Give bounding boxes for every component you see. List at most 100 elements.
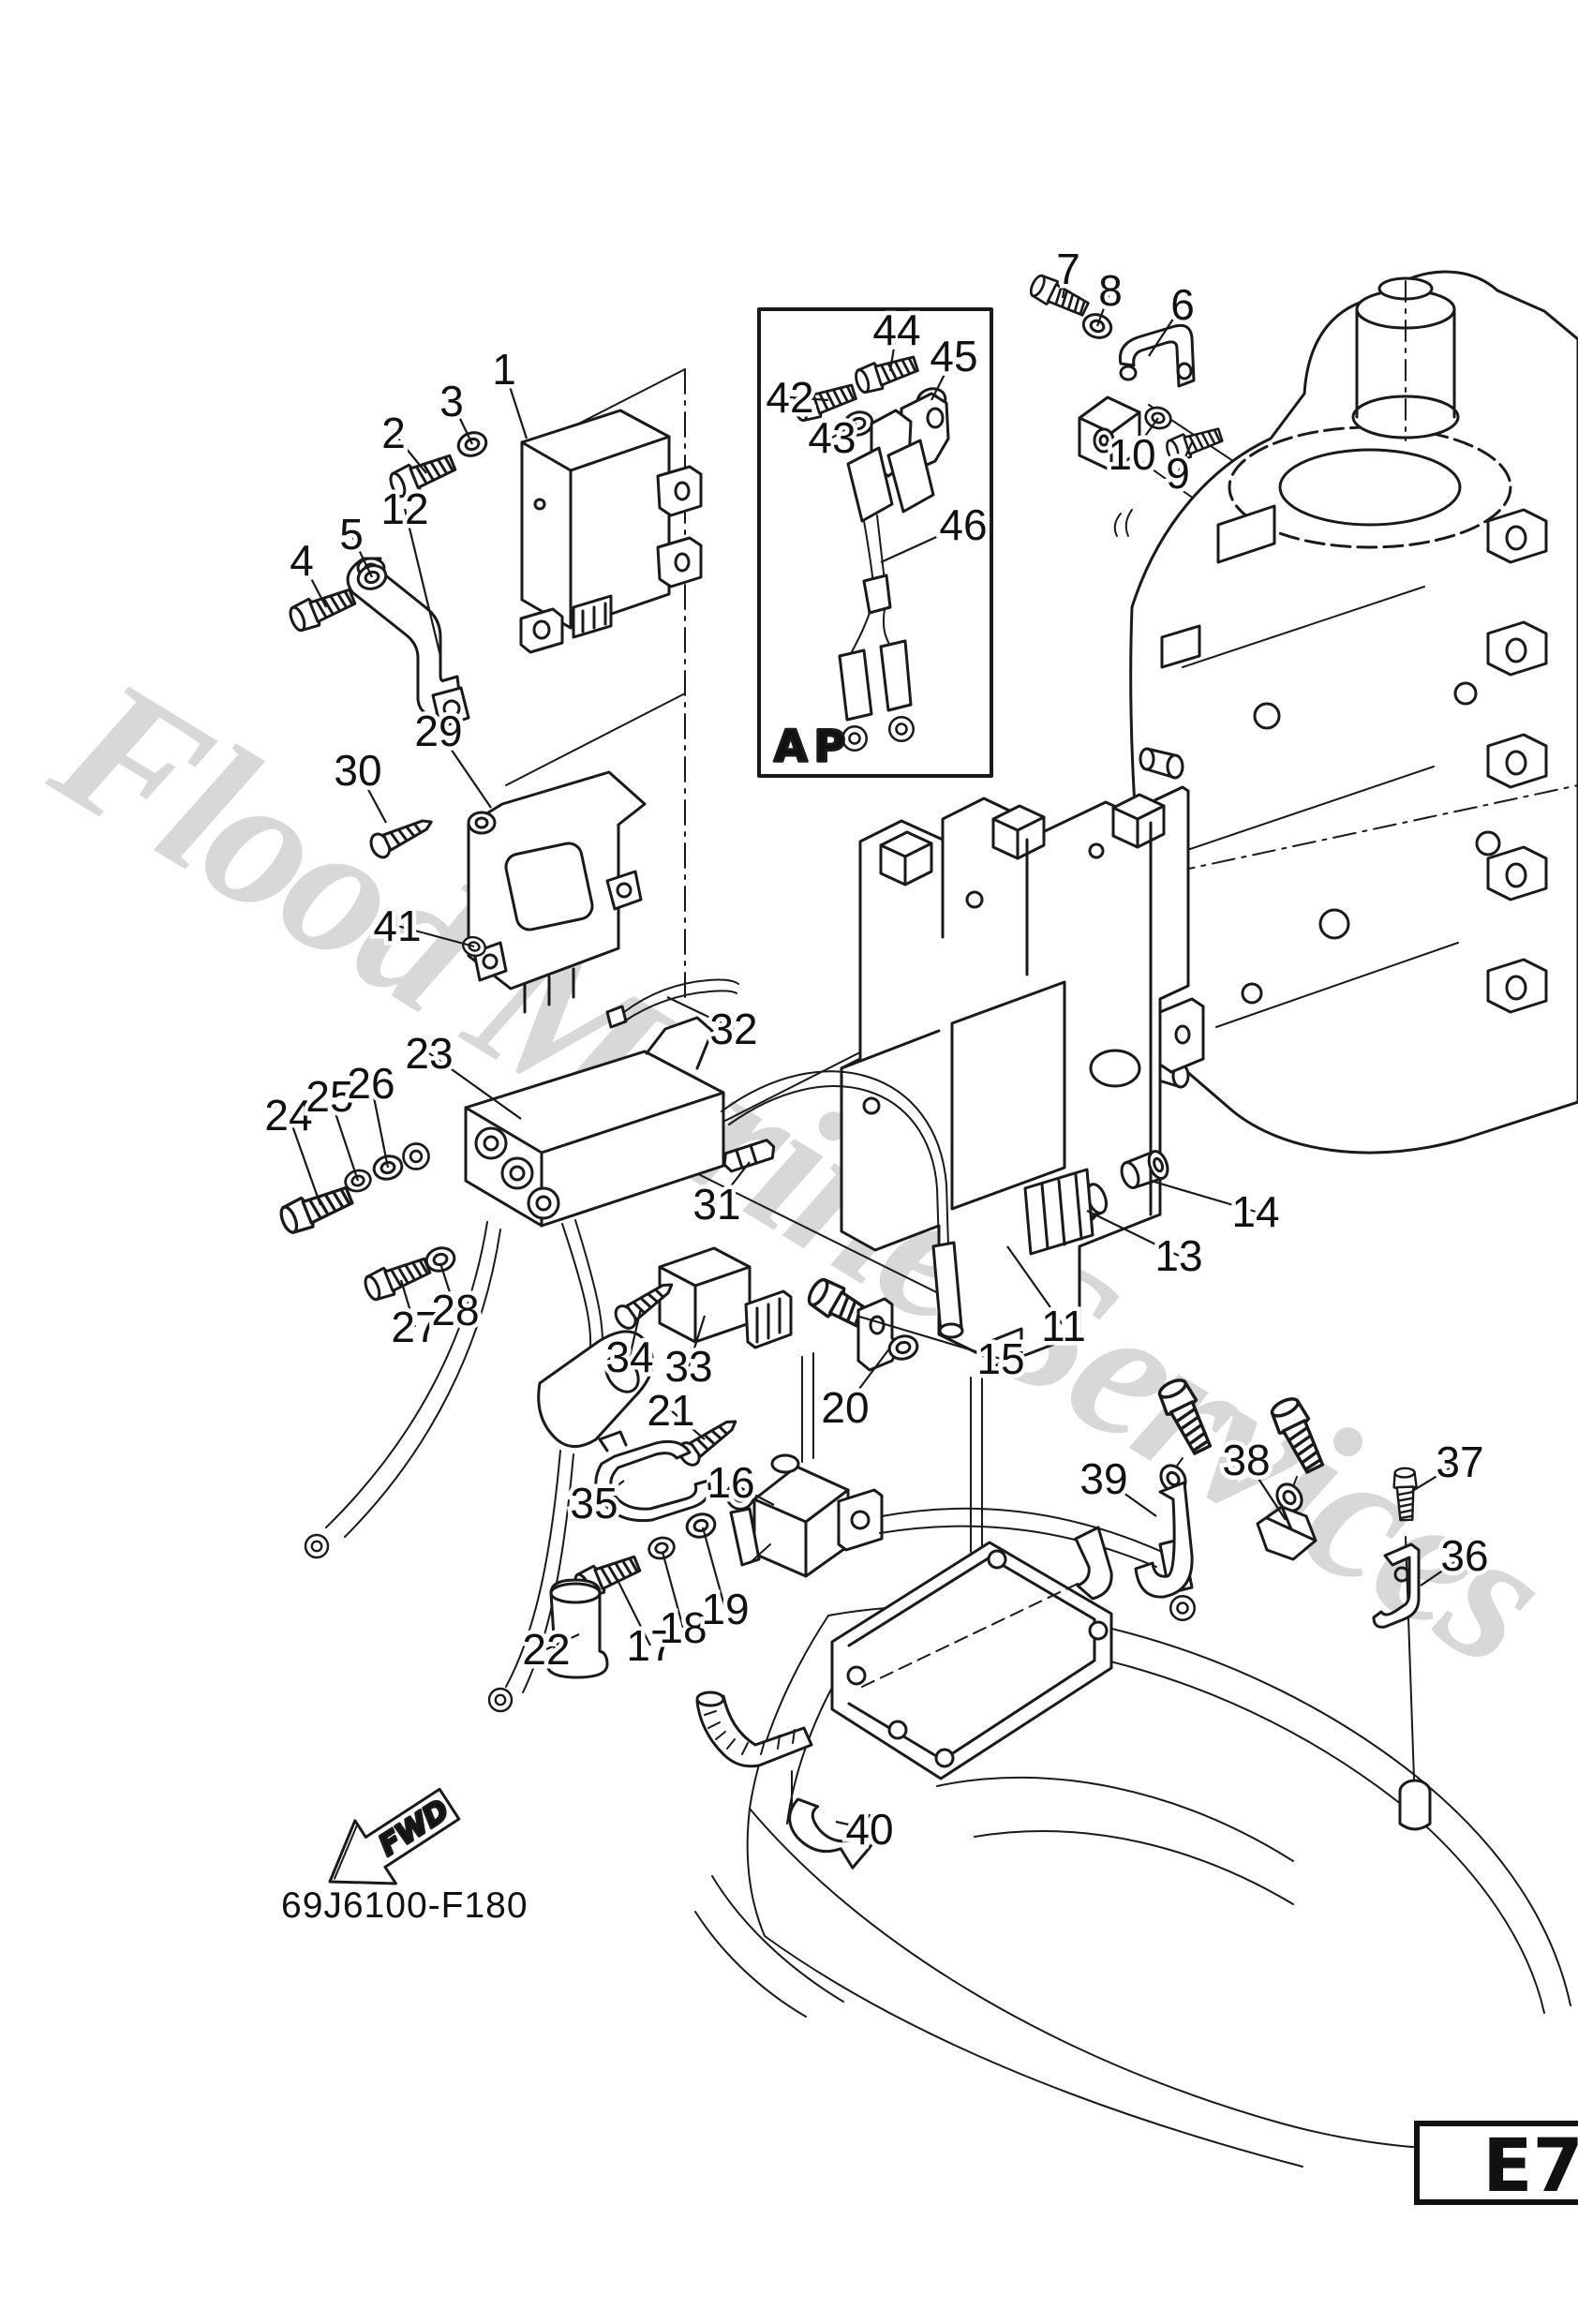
leader-line-10	[1131, 417, 1159, 455]
leader-line-39	[1103, 1478, 1157, 1517]
leader-line-44	[888, 329, 899, 372]
callout-42: 42	[766, 373, 813, 422]
callout-5: 5	[339, 510, 364, 559]
callout-17: 17	[626, 1621, 674, 1670]
leader-line-37	[1410, 1461, 1461, 1493]
callout-31: 31	[692, 1180, 740, 1229]
leader-line-5	[350, 533, 373, 578]
part-collar-14-drawing	[1120, 1150, 1169, 1189]
leader-line-25	[328, 1095, 360, 1182]
callout-32: 32	[709, 1005, 757, 1053]
ap-inset-box: AP	[757, 307, 993, 778]
callout-35: 35	[570, 1479, 618, 1527]
leader-line-6	[1148, 304, 1184, 357]
callout-45: 45	[930, 332, 977, 380]
leader-line-30	[357, 769, 387, 824]
callout-37: 37	[1436, 1438, 1483, 1486]
leader-line-36	[1420, 1555, 1466, 1587]
callout-46: 46	[939, 500, 987, 549]
part-bracket-12-drawing	[346, 557, 564, 729]
leader-line-7	[1061, 268, 1070, 299]
fwd-arrow-label: FWD	[373, 1794, 455, 1863]
leader-line-18	[661, 1551, 685, 1629]
leader-line-17	[616, 1577, 651, 1646]
part-relay-33-drawing	[610, 1246, 793, 1349]
leader-line-8	[1095, 290, 1112, 327]
part-bolt-37-bracket-36-drawing	[1372, 1467, 1432, 1831]
leader-line-33	[687, 1315, 707, 1367]
leader-line-35	[593, 1480, 625, 1504]
leader-line-34	[628, 1307, 643, 1358]
callout-28: 28	[431, 1286, 479, 1334]
callout-6: 6	[1170, 280, 1195, 329]
callout-23: 23	[405, 1029, 453, 1078]
callout-1: 1	[492, 345, 516, 394]
callout-19: 19	[701, 1585, 749, 1633]
leader-line-11	[1006, 1245, 1064, 1327]
part-ecu-drawing	[520, 409, 703, 639]
part-lead-wire-46	[838, 392, 950, 752]
callout-4: 4	[290, 536, 314, 585]
part-clamp-38-drawing	[1256, 1393, 1332, 1561]
callout-36: 36	[1440, 1531, 1488, 1580]
leader-line-43	[831, 423, 857, 439]
callout-40: 40	[845, 1805, 893, 1854]
part-bracket-20-drawing	[674, 1297, 922, 1470]
leader-line-31	[716, 1161, 751, 1205]
leader-line-3	[451, 400, 473, 445]
leader-line-46	[880, 523, 964, 564]
part-terminal-cap-22-drawing	[545, 1578, 609, 1679]
callout-18: 18	[659, 1603, 707, 1652]
callout-44: 44	[872, 305, 920, 354]
callout-10: 10	[1108, 430, 1155, 479]
callout-26: 26	[347, 1059, 394, 1108]
leader-line-29	[438, 730, 492, 809]
leader-line-28	[439, 1262, 457, 1311]
ap-inset-label: AP	[774, 721, 852, 771]
leader-line-41	[396, 924, 475, 948]
leader-line-23	[428, 1052, 522, 1120]
callout-11: 11	[1041, 1302, 1086, 1350]
callout-7: 7	[1056, 245, 1080, 293]
callout-22: 22	[522, 1625, 570, 1674]
callout-33: 33	[664, 1342, 712, 1391]
leader-line-42	[789, 395, 829, 402]
leader-line-27	[399, 1279, 417, 1328]
page-code-label: E7	[1482, 2124, 1578, 2209]
leader-line-21	[670, 1409, 706, 1440]
callout-25: 25	[305, 1072, 353, 1121]
leader-line-20	[844, 1347, 891, 1408]
leader-line-32	[666, 996, 735, 1030]
leader-line-13	[1086, 1210, 1180, 1257]
callout-8: 8	[1098, 266, 1123, 315]
leader-line-4	[301, 559, 327, 608]
callout-14: 14	[1231, 1187, 1279, 1236]
part-sensor-bracket-6-drawing	[1026, 271, 1226, 537]
callout-39: 39	[1079, 1454, 1127, 1503]
callout-24: 24	[264, 1091, 312, 1140]
callout-30: 30	[334, 746, 381, 795]
callout-3: 3	[439, 377, 464, 425]
leader-line-2	[393, 432, 427, 474]
callout-21: 21	[647, 1386, 694, 1435]
leader-line-1	[502, 368, 528, 439]
leader-line-38	[1245, 1459, 1287, 1521]
leader-line-16	[730, 1482, 775, 1506]
callout-15: 15	[976, 1334, 1024, 1383]
callout-12: 12	[380, 484, 428, 533]
callout-20: 20	[821, 1383, 869, 1432]
part-hook-39-drawing	[1074, 1374, 1219, 1601]
leader-line-19	[701, 1527, 727, 1610]
callout-9: 9	[1166, 449, 1190, 498]
part-clamp-35-drawing	[594, 1430, 711, 1523]
callout-16: 16	[707, 1458, 754, 1507]
leader-line-24	[287, 1114, 322, 1206]
bottom-cowling-drawing	[694, 1541, 1571, 2168]
part-harness-tube-drawing	[695, 1691, 877, 1870]
callout-29: 29	[414, 707, 462, 755]
leader-line-14	[1150, 1179, 1257, 1214]
callout-34: 34	[605, 1333, 653, 1381]
drawing-code-label: 69J6100-F180	[281, 1885, 528, 1926]
